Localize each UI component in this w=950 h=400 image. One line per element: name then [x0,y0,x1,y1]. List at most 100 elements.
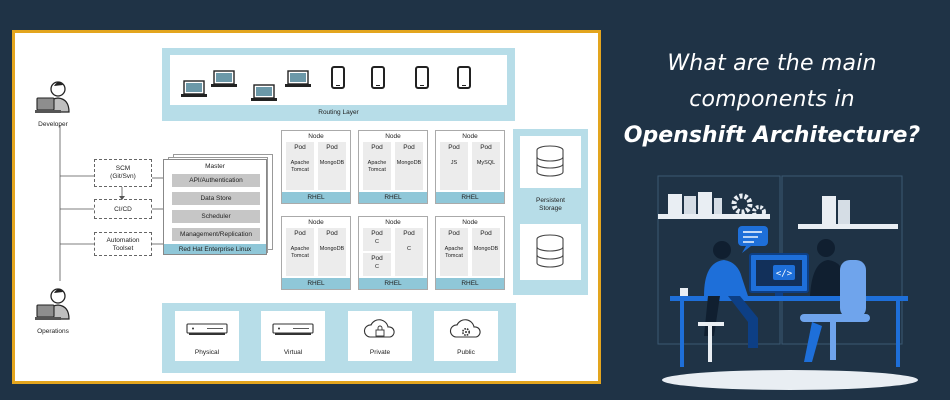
node-title: Node [462,133,478,140]
node-rhel-label: RHEL [461,280,479,287]
pod-label: Pod [480,144,492,151]
master-title: Master [205,163,225,170]
scm-box: SCM (Git/Svn) [94,159,152,187]
infra-private: Private [348,311,412,361]
pod-app-label: Tomcat [368,167,386,173]
headline-line-2: components in [689,87,855,112]
master-footer-label: Red Hat Enterprise Linux [178,246,252,253]
phone-icon [415,66,429,89]
pod-app-label: Tomcat [291,167,309,173]
laptop-icon [181,80,207,97]
database-icon [536,145,564,177]
pod-label: Pod [294,230,306,237]
node-rhel-label: RHEL [307,280,325,287]
node-rhel-bar: RHEL [359,278,427,289]
storage-db-1 [520,136,581,188]
client-devices [181,66,471,101]
pod-label: Pod [448,144,460,151]
pod-label: Pod [326,144,338,151]
cicd-label: CI/CD [114,206,132,213]
scm-label: SCM [115,165,131,172]
node-title: Node [385,219,401,226]
server-icon [272,323,314,335]
pod-label: Pod [371,144,383,151]
connector-lines [59,125,163,281]
pod-label: Pod [448,230,460,237]
infra-virtual-label: Virtual [283,349,303,356]
infra-public: Public [434,311,498,361]
laptop-icon [285,70,311,87]
diagram-frame: Developer Operations SCM (Git/Svn) CI/CD… [12,30,601,384]
headline-line-3: Openshift Architecture? [623,123,921,148]
automation-sublabel: Toolset [112,245,134,252]
infrastructure-panel: Physical Virtual Private [162,303,516,373]
pod-app-label: Apache [290,160,310,166]
infra-public-label: Public [457,349,475,356]
pod-app-label: C [375,239,379,245]
developer-icon [31,78,77,118]
pod-app-label: C [407,246,411,252]
node-title: Node [308,133,324,140]
cloud-gear-icon [449,319,481,338]
routing-layer-label: Routing Layer [318,109,359,116]
master-item-label: API/Authentication [189,177,243,184]
code-monitor-icon: </> [749,253,809,296]
pod-app-label: MongoDB [319,160,345,166]
node-title: Node [462,219,478,226]
pod-app-label: Apache [290,246,310,252]
laptop-icon [251,84,277,101]
svg-text:</>: </> [776,269,793,279]
laptop-icon [211,70,237,87]
master-item-management: Management/Replication [172,228,260,241]
developer-label: Developer [38,121,68,128]
routing-layer-panel: Routing Layer [162,48,515,121]
node-rhel-label: RHEL [307,194,325,201]
pod-app-label: Tomcat [291,253,309,259]
master-item-label: Data Store [200,195,232,202]
developers-illustration: </> [650,172,930,394]
headline-line-1: What are the main [667,51,877,76]
pod-app-label: MySQL [476,160,496,166]
pod-app-label: Apache [444,246,464,252]
infra-physical-label: Physical [194,349,220,356]
gear-icon [731,193,766,219]
pod-app-label: MongoDB [396,160,422,166]
operations-label: Operations [37,328,69,335]
pod-label: Pod [480,230,492,237]
scm-sublabel: (Git/Svn) [110,173,136,180]
phone-icon [331,66,345,89]
headline: What are the main components in Openshif… [612,46,932,154]
client-devices-area [170,55,507,105]
node-rhel-label: RHEL [384,194,402,201]
storage-label: Persistent [536,197,565,204]
master-item-label: Scheduler [201,213,231,220]
node-rhel-label: RHEL [461,194,479,201]
node-rhel-bar: RHEL [436,192,504,203]
pod-label: Pod [403,230,415,237]
pod-label: Pod [371,255,383,262]
pod-app-label: Apache [367,160,387,166]
pod-label: Pod [326,230,338,237]
operations-icon [31,285,77,325]
pod-app-label: Tomcat [445,253,463,259]
cicd-box: CI/CD [94,199,152,219]
node-title: Node [308,219,324,226]
pod-app-label: JS [450,160,458,166]
infra-virtual: Virtual [261,311,325,361]
